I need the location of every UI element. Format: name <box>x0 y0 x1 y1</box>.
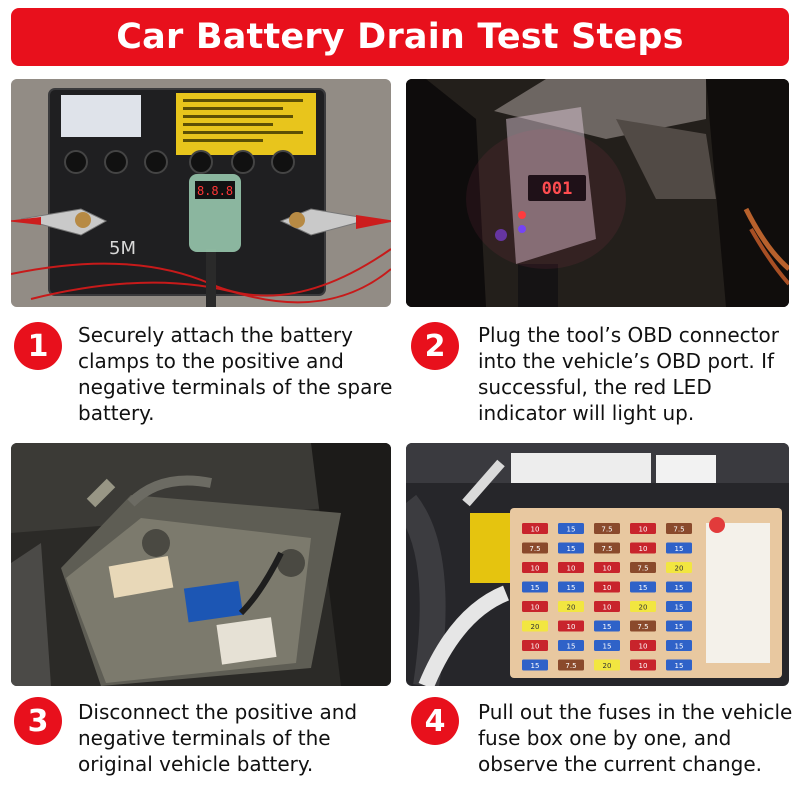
fuse-label: 10 <box>603 604 612 612</box>
fuse <box>522 523 548 534</box>
fuse-label: 15 <box>567 526 576 534</box>
step-4-badge: 4 <box>411 697 459 745</box>
fuse-label: 7.5 <box>565 662 576 670</box>
fuse-label: 10 <box>531 526 540 534</box>
fuse <box>558 640 584 651</box>
fuse-label: 15 <box>567 584 576 592</box>
step-2-badge: 2 <box>411 322 459 370</box>
fuse-label: 10 <box>567 565 576 573</box>
fuse-label: 15 <box>531 584 540 592</box>
fuse-label: 20 <box>531 623 540 631</box>
fuse-label: 20 <box>603 662 612 670</box>
fuse-label: 7.5 <box>529 545 540 553</box>
fuse <box>666 601 692 612</box>
vehicle-battery-photo <box>11 443 391 686</box>
fuse <box>594 601 620 612</box>
fuse-label: 7.5 <box>637 623 648 631</box>
fuse <box>522 562 548 573</box>
step-1-text: Securely attach the battery clamps to th… <box>78 323 393 425</box>
fuse <box>666 620 692 632</box>
fuse <box>558 562 584 573</box>
fuse <box>558 620 584 632</box>
fuse <box>666 581 692 593</box>
fuse <box>558 581 584 593</box>
fuse <box>522 601 548 612</box>
fuse-label: 10 <box>639 545 648 553</box>
fuse <box>558 659 584 671</box>
fuse <box>594 659 620 671</box>
fuse-label: 20 <box>675 565 684 573</box>
battery-label: 5M <box>109 238 136 259</box>
fuse-label: 10 <box>531 643 540 651</box>
step-2-text: Plug the tool’s OBD connector into the v… <box>478 323 779 425</box>
fuse-label: 15 <box>639 584 648 592</box>
step-1-badge: 1 <box>14 322 62 370</box>
title-banner: Car Battery Drain Test Steps <box>11 8 789 66</box>
fuse <box>558 523 584 534</box>
fuse <box>630 562 656 573</box>
fuse-label: 10 <box>603 565 612 573</box>
fuse <box>594 562 620 573</box>
fuse-label: 10 <box>603 584 612 592</box>
fuse <box>558 542 584 554</box>
fuse <box>594 523 620 534</box>
fuse-label: 10 <box>531 565 540 573</box>
spare-battery-photo: 8.8.8 5M <box>11 79 391 307</box>
fuse-label: 20 <box>567 604 576 612</box>
fuse <box>594 620 620 632</box>
fuse-label: 15 <box>675 662 684 670</box>
fuse-label: 10 <box>639 526 648 534</box>
obd-connector-photo: 001 <box>406 79 789 307</box>
fuse <box>630 601 656 612</box>
fuse-label: 15 <box>567 643 576 651</box>
fuse-label: 7.5 <box>601 526 612 534</box>
fuse <box>594 581 620 593</box>
fuse-box-photo: 10 15 7.5 10 7.5 7.5 15 7.5 10 15 10 10 10 7.5 20 15 15 1… <box>406 443 789 686</box>
fuse <box>666 523 692 534</box>
fuse-label: 7.5 <box>673 526 684 534</box>
fuse-label: 15 <box>531 662 540 670</box>
fuse <box>630 640 656 651</box>
fuse-label: 15 <box>675 545 684 553</box>
fuse-label: 15 <box>675 584 684 592</box>
fuse-label: 15 <box>675 604 684 612</box>
fuse <box>594 542 620 554</box>
obd-display-reading: 001 <box>542 179 573 199</box>
fuse-label: 10 <box>639 662 648 670</box>
fuse <box>522 659 548 671</box>
fuse-label: 20 <box>639 604 648 612</box>
fuse <box>522 542 548 554</box>
step-4-text: Pull out the fuses in the vehicle fuse b… <box>478 700 793 776</box>
fuse <box>630 542 656 554</box>
fuse <box>666 542 692 554</box>
fuse-label: 15 <box>675 623 684 631</box>
fuse <box>630 620 656 632</box>
fuse-label: 10 <box>531 604 540 612</box>
fuse <box>558 601 584 612</box>
fuse-label: 10 <box>639 643 648 651</box>
fuse-label: 15 <box>567 545 576 553</box>
step-3-badge: 3 <box>14 697 62 745</box>
tester-display-reading: 8.8.8 <box>197 184 233 198</box>
fuse <box>666 659 692 671</box>
step-3-text: Disconnect the positive and negative ter… <box>78 700 358 776</box>
fuse-label: 15 <box>603 623 612 631</box>
fuse <box>594 640 620 651</box>
fuse-label: 15 <box>603 643 612 651</box>
fuse <box>666 640 692 651</box>
fuse <box>522 620 548 632</box>
fuse-label: 15 <box>675 643 684 651</box>
fuse <box>666 562 692 573</box>
fuse-label: 7.5 <box>601 545 612 553</box>
fuse <box>522 581 548 593</box>
fuse <box>630 659 656 671</box>
fuse-label: 7.5 <box>637 565 648 573</box>
fuse <box>630 523 656 534</box>
fuse <box>522 640 548 651</box>
fuse <box>630 581 656 593</box>
page-title: Car Battery Drain Test Steps <box>116 17 684 57</box>
fuse-label: 10 <box>567 623 576 631</box>
